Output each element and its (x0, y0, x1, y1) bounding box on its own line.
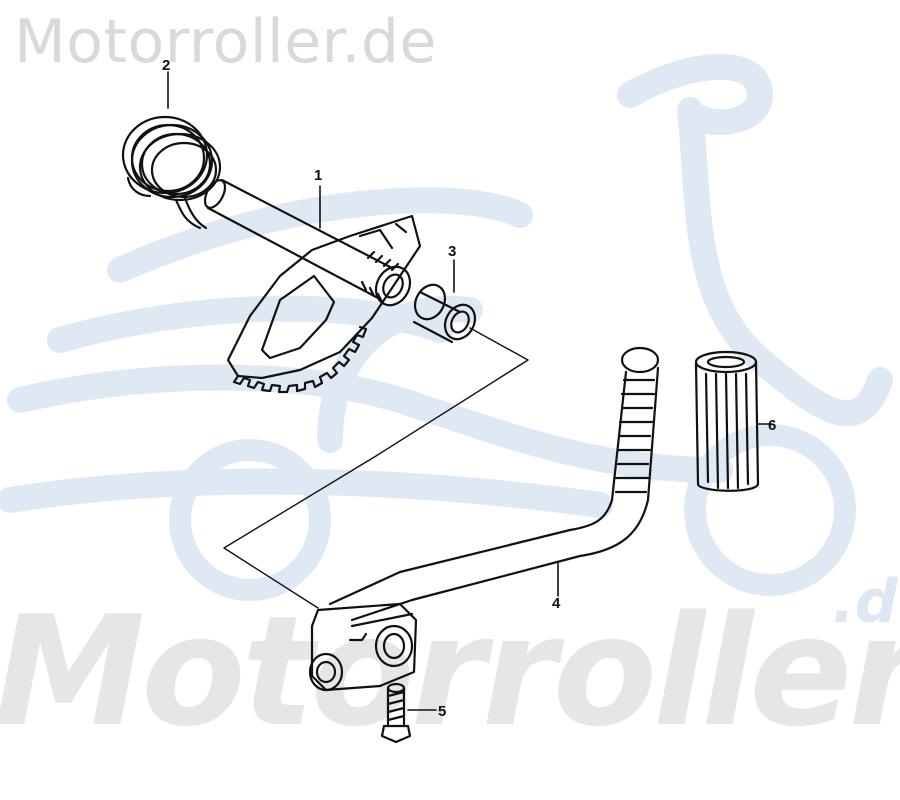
callout-1: 1 (314, 167, 322, 184)
watermark-top-text: Motorroller.de (14, 7, 437, 77)
callout-3: 3 (448, 243, 456, 260)
spring-part (121, 115, 222, 230)
bolt-part (380, 682, 412, 744)
grip-part (694, 350, 760, 492)
callout-6: 6 (768, 417, 776, 434)
callout-2: 2 (162, 57, 170, 74)
kick-lever-part (308, 346, 660, 692)
watermark-suffix-text: .de (832, 567, 900, 637)
kick-shaft-part (203, 178, 422, 394)
callout-5: 5 (438, 703, 446, 720)
callout-4: 4 (552, 595, 561, 612)
bushing-part (412, 283, 477, 344)
watermark-big-text: Motorroller (0, 583, 900, 760)
assembly-line (223, 327, 529, 609)
